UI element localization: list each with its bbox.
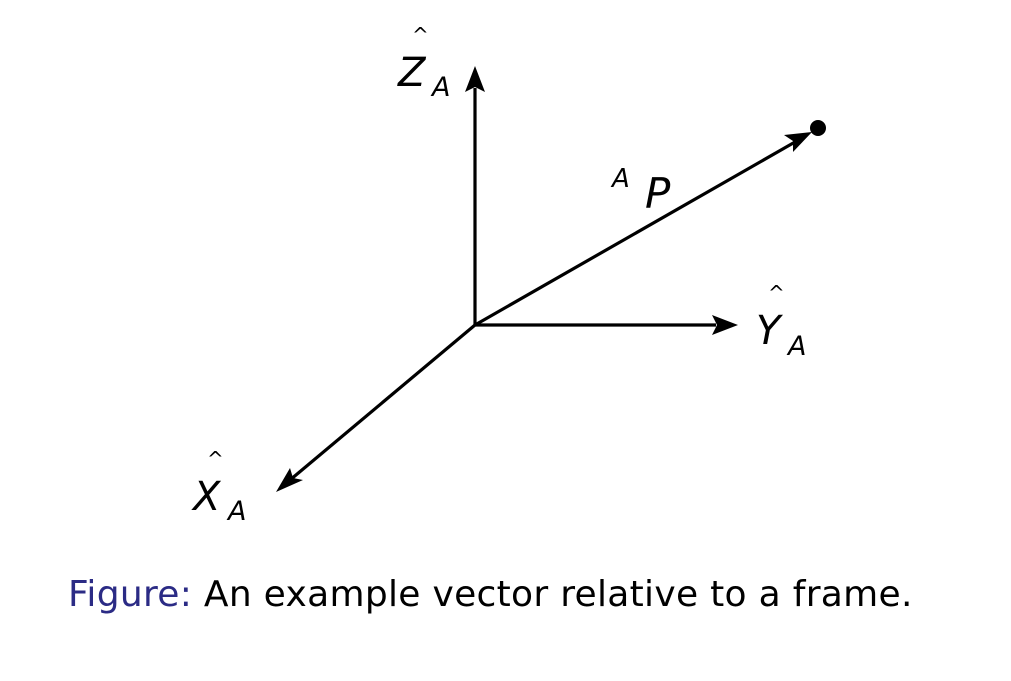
y-axis-hat: ^	[768, 281, 785, 305]
vector-p-arrow	[474, 140, 796, 327]
vector-pre-super: A	[610, 164, 630, 194]
x-axis-letter: X	[191, 474, 222, 520]
z-axis-hat: ^	[412, 23, 429, 47]
y-axis-letter: Y	[756, 308, 784, 354]
caption-prefix: Figure:	[68, 574, 193, 615]
z-arrowhead	[465, 66, 485, 92]
x-arrowhead	[276, 468, 303, 492]
p-arrowhead	[784, 132, 812, 152]
x-axis-hat: ^	[207, 447, 224, 471]
z-axis-letter: Z	[397, 50, 427, 96]
z-axis-label: ^ Z A	[397, 23, 450, 103]
x-axis-sub: A	[226, 496, 246, 527]
caption-text: An example vector relative to a frame.	[192, 574, 913, 615]
point-p	[810, 120, 826, 136]
y-arrowhead	[712, 315, 738, 335]
vector-p-label: A P	[610, 164, 671, 218]
x-axis-arrow	[288, 323, 477, 482]
y-axis-sub: A	[786, 331, 806, 362]
vector-letter: P	[645, 169, 671, 218]
x-axis-label: ^ X A	[191, 447, 246, 527]
figure-caption: Figure: An example vector relative to a …	[68, 574, 913, 615]
z-axis-sub: A	[430, 72, 450, 103]
y-axis-label: ^ Y A	[756, 281, 806, 362]
